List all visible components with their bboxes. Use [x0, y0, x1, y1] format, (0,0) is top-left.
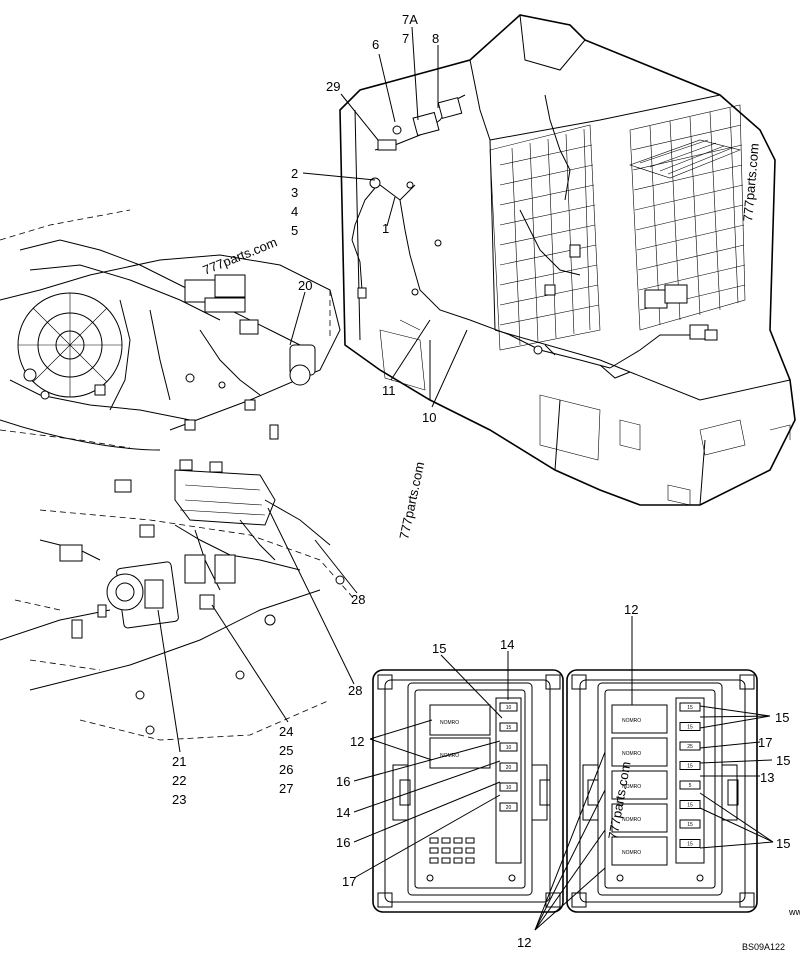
callout-15-right-bottom: 15	[776, 836, 790, 851]
callout-15-left: 15	[432, 641, 446, 656]
callout-17-left: 17	[342, 874, 356, 889]
fuse-value-left: 10	[506, 785, 512, 791]
callout-28-upper: 28	[351, 592, 365, 607]
fuse-slot	[679, 702, 701, 712]
fuse-values-left: 10 15 10 20 10 20	[499, 702, 518, 812]
callout-11: 11	[382, 383, 396, 398]
callout-16-upper: 16	[336, 774, 350, 789]
callout-25: 25	[279, 743, 293, 758]
relay-label: NOMRO	[622, 784, 641, 790]
fuse-slot	[499, 742, 518, 752]
relay-label: NOMRO	[622, 751, 641, 757]
fuse-value-left: 10	[506, 745, 512, 751]
fuse-value-right: 25	[687, 744, 693, 750]
callout-17-right: 17	[758, 735, 772, 750]
fuse-slot	[679, 839, 701, 848]
callout-7: 7	[402, 31, 409, 46]
leader-lines	[157, 26, 774, 931]
callout-2: 2	[291, 166, 298, 181]
callout-28-lower: 28	[348, 683, 362, 698]
fuse-slot	[499, 702, 518, 712]
relay-label: NOMRO	[622, 850, 641, 856]
callout-22: 22	[172, 773, 186, 788]
callout-15-right-mid: 15	[776, 753, 790, 768]
callout-14-left: 14	[336, 805, 350, 820]
callout-21: 21	[172, 754, 186, 769]
callout-1: 1	[382, 221, 389, 236]
edge-fragment: ww	[788, 907, 800, 917]
callout-7a: 7A	[402, 12, 418, 27]
fuse-box-left	[372, 669, 564, 913]
fuse-value-right: 15	[687, 764, 693, 770]
callout-24: 24	[279, 724, 293, 739]
fuse-value-left: 10	[506, 705, 512, 711]
fuse-value-right: 15	[687, 842, 693, 848]
callout-15-right-top: 15	[775, 710, 789, 725]
callout-8: 8	[432, 31, 439, 46]
fuse-slot	[499, 802, 518, 812]
relay-labels: NOMRO NOMRO NOMRO NOMRO NOMRO NOMRO NOMRO	[440, 718, 641, 856]
fuse-value-left: 15	[506, 725, 512, 731]
fuse-slot	[499, 722, 518, 732]
fuse-slot	[679, 819, 701, 829]
callout-4: 4	[291, 204, 298, 219]
fuse-slot	[679, 722, 701, 731]
fuse-panel-area-view	[0, 459, 356, 741]
drawing-code: BS09A122	[742, 942, 785, 952]
callout-29: 29	[326, 79, 340, 94]
fuse-slot	[679, 800, 701, 809]
relay-label: NOMRO	[622, 718, 641, 724]
relay-label: NOMRO	[622, 817, 641, 823]
callout-6: 6	[372, 37, 379, 52]
fuse-box-right	[566, 669, 758, 913]
fuse-values-right: 15 15 25 15 5 15 15 15	[679, 702, 701, 848]
machine-frame-view	[339, 14, 796, 506]
fuse-slot	[499, 782, 518, 792]
callout-27: 27	[279, 781, 293, 796]
callout-26: 26	[279, 762, 293, 777]
callout-10: 10	[422, 410, 436, 425]
relay-label: NOMRO	[440, 753, 459, 759]
callout-23: 23	[172, 792, 186, 807]
fuse-value-right: 15	[687, 725, 693, 731]
watermark-top-right: 777parts.com	[740, 142, 762, 222]
fuse-slot	[679, 741, 701, 751]
callout-12-bottom: 12	[517, 935, 531, 950]
callout-3: 3	[291, 185, 298, 200]
callout-13: 13	[760, 770, 774, 785]
callout-12-left: 12	[350, 734, 364, 749]
fuse-value-right: 15	[687, 803, 693, 809]
callout-12-top: 12	[624, 602, 638, 617]
fuse-slot	[679, 780, 701, 790]
callout-5: 5	[291, 223, 298, 238]
engine-compartment-view	[0, 209, 341, 451]
watermark-center: 777parts.com	[396, 460, 427, 540]
fuse-value-right: 15	[687, 705, 693, 711]
fuse-value-left: 20	[506, 765, 512, 771]
callout-20: 20	[298, 278, 312, 293]
fuse-slot	[679, 761, 701, 770]
callout-numbers: 7A 7 8 6 29 2 3 4 5 1 20 11 10 28 28 21 …	[172, 12, 790, 950]
callout-16-lower: 16	[336, 835, 350, 850]
relay-label: NOMRO	[440, 720, 459, 726]
callout-14-top: 14	[500, 637, 514, 652]
fuse-value-right: 15	[687, 822, 693, 828]
fuse-value-left: 20	[506, 805, 512, 811]
fuse-value-right: 5	[689, 783, 692, 789]
fuse-slot	[499, 762, 518, 772]
